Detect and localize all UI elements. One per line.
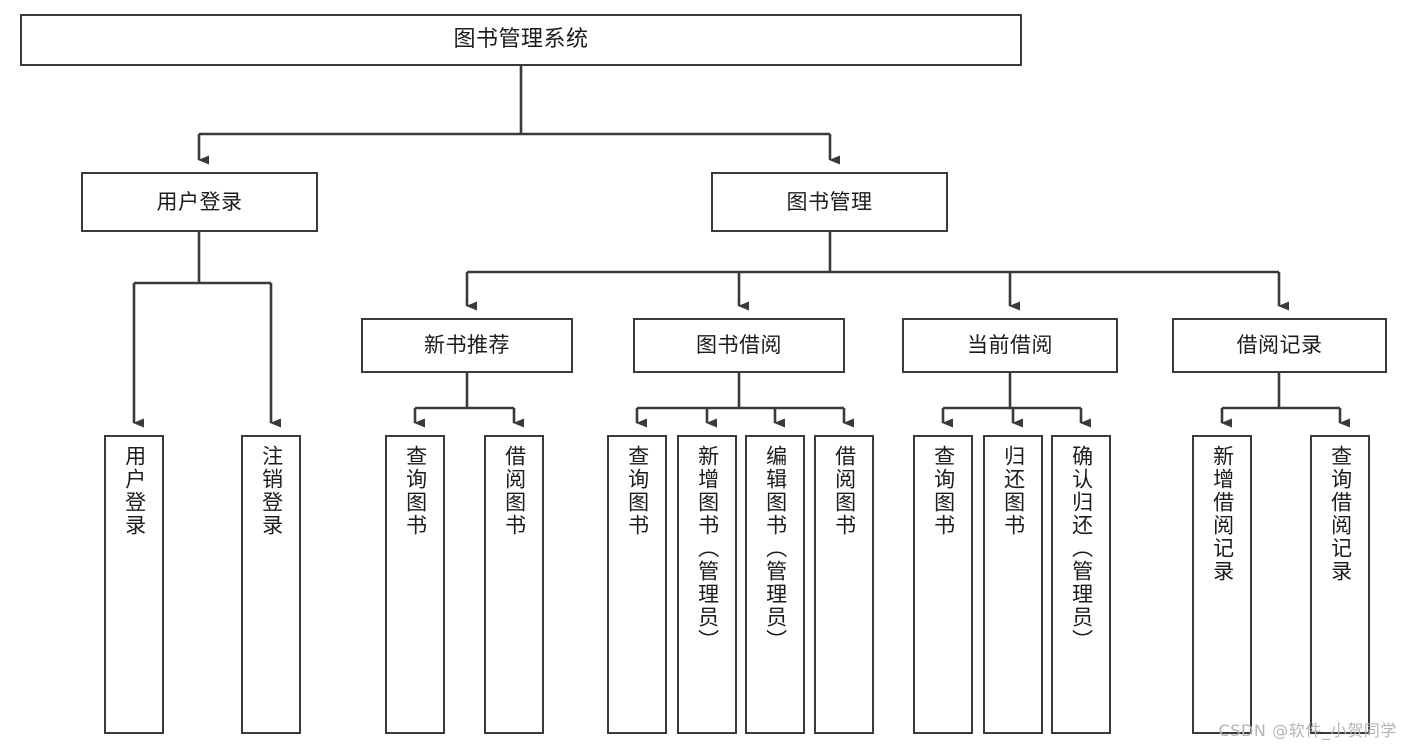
- node-leaf-logout-login-label: 注销登录: [259, 445, 284, 537]
- node-leaf-borrow-book-2-label: 借阅图书: [832, 445, 857, 537]
- node-current-borrow[interactable]: 当前借阅: [902, 318, 1118, 373]
- node-leaf-return-book[interactable]: 归还图书: [983, 435, 1043, 734]
- node-leaf-query-borrow-record[interactable]: 查询借阅记录: [1310, 435, 1370, 734]
- node-leaf-borrow-book-2[interactable]: 借阅图书: [814, 435, 874, 734]
- node-root-system-label: 图书管理系统: [453, 27, 589, 53]
- node-leaf-edit-book-admin-label: 编辑图书（管理员）: [763, 445, 788, 652]
- node-leaf-add-borrow-record[interactable]: 新增借阅记录: [1192, 435, 1252, 734]
- node-leaf-confirm-return-admin-label: 确认归还（管理员）: [1069, 445, 1094, 652]
- node-leaf-query-book-3[interactable]: 查询图书: [913, 435, 973, 734]
- node-book-manage-label: 图书管理: [786, 189, 873, 214]
- node-leaf-query-book-3-label: 查询图书: [931, 445, 956, 537]
- node-leaf-user-login-label: 用户登录: [122, 445, 147, 537]
- node-leaf-query-book-2-label: 查询图书: [625, 445, 650, 537]
- node-leaf-confirm-return-admin[interactable]: 确认归还（管理员）: [1051, 435, 1111, 734]
- node-new-book-recommend-label: 新书推荐: [424, 333, 510, 358]
- node-leaf-edit-book-admin[interactable]: 编辑图书（管理员）: [745, 435, 805, 734]
- node-leaf-add-book-admin-label: 新增图书（管理员）: [695, 445, 720, 652]
- node-user-login-label: 用户登录: [156, 189, 243, 214]
- node-book-borrow-label: 图书借阅: [696, 333, 782, 358]
- node-leaf-borrow-book-1[interactable]: 借阅图书: [484, 435, 544, 734]
- node-leaf-query-borrow-record-label: 查询借阅记录: [1328, 445, 1353, 583]
- node-leaf-add-book-admin[interactable]: 新增图书（管理员）: [677, 435, 737, 734]
- node-book-manage[interactable]: 图书管理: [711, 172, 948, 232]
- node-borrow-record[interactable]: 借阅记录: [1172, 318, 1387, 373]
- node-leaf-return-book-label: 归还图书: [1001, 445, 1026, 537]
- node-root-system[interactable]: 图书管理系统: [20, 14, 1022, 66]
- node-current-borrow-label: 当前借阅: [967, 333, 1053, 358]
- node-leaf-query-book-1-label: 查询图书: [403, 445, 428, 537]
- node-leaf-query-book-2[interactable]: 查询图书: [607, 435, 667, 734]
- node-borrow-record-label: 借阅记录: [1236, 333, 1323, 358]
- node-leaf-borrow-book-1-label: 借阅图书: [502, 445, 527, 537]
- node-new-book-recommend[interactable]: 新书推荐: [361, 318, 573, 373]
- node-book-borrow[interactable]: 图书借阅: [633, 318, 845, 373]
- node-leaf-logout-login[interactable]: 注销登录: [241, 435, 301, 734]
- node-leaf-add-borrow-record-label: 新增借阅记录: [1210, 445, 1235, 583]
- node-user-login[interactable]: 用户登录: [81, 172, 318, 232]
- node-leaf-query-book-1[interactable]: 查询图书: [385, 435, 445, 734]
- node-leaf-user-login[interactable]: 用户登录: [104, 435, 164, 734]
- csdn-watermark: CSDN @软件_小贺同学: [1218, 721, 1397, 740]
